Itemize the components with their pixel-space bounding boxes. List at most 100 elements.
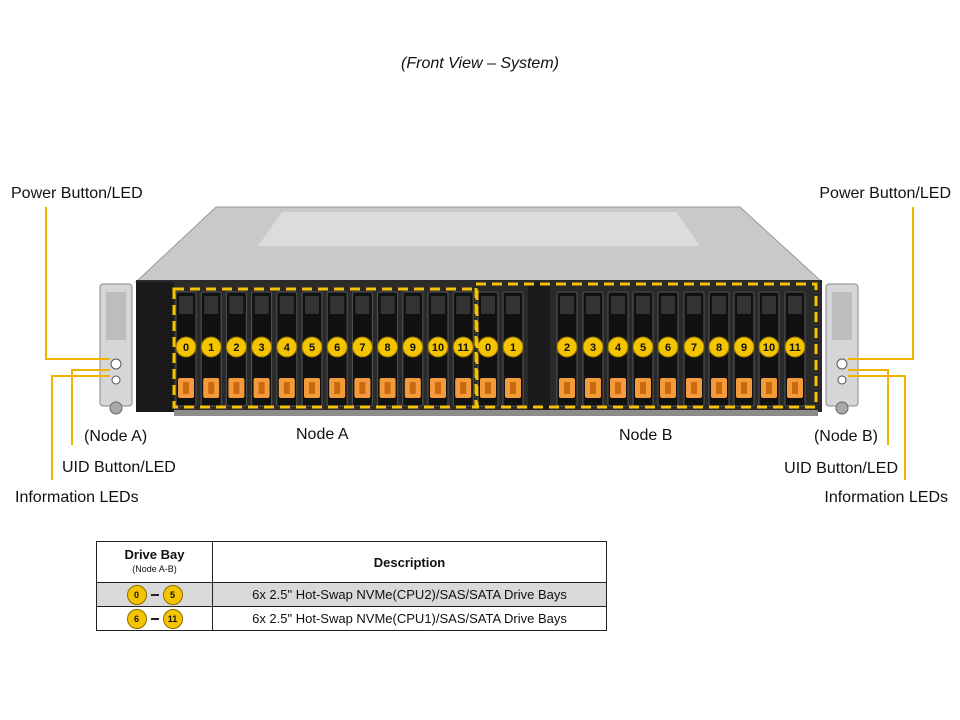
drive-bay-a-9[interactable]: 9 (402, 291, 424, 407)
node-a-outline (172, 287, 479, 409)
drive-bay-b-5[interactable]: 5 (632, 291, 654, 407)
bay-badge: 6 (126, 608, 147, 629)
bay-number: 7 (691, 342, 697, 354)
drive-bay-b-3[interactable]: 3 (582, 291, 604, 407)
left-info-label: Information LEDs (15, 489, 139, 506)
drive-bay-b-7[interactable]: 7 (683, 291, 705, 407)
bay-number-badge (276, 336, 298, 358)
right-node-label: (Node B) (813, 428, 878, 445)
range-dash (150, 593, 159, 596)
bay-number: 5 (309, 342, 315, 354)
rack-ear-right (825, 283, 859, 415)
node-b-outline (474, 282, 818, 409)
right-uid-label: UID Button/LED (784, 460, 898, 477)
drive-bay-b-9[interactable]: 9 (733, 291, 755, 407)
bay-number-badge (733, 336, 755, 358)
drive-bay-a-4[interactable]: 4 (276, 291, 298, 407)
bay-number: 6 (665, 342, 671, 354)
drive-bay-a-11[interactable]: 11 (452, 291, 474, 407)
drive-bay-a-10[interactable]: 10 (427, 291, 449, 407)
bay-number: 11 (457, 342, 469, 354)
bay-number-badge (556, 336, 578, 358)
bay-number-badge (427, 336, 449, 358)
drive-bay-a-3[interactable]: 3 (251, 291, 273, 407)
drive-bay-subheader: (Node A-B) (132, 564, 177, 574)
bay-number: 4 (284, 342, 291, 354)
bay-number-badge (784, 336, 806, 358)
bay-number: 8 (716, 342, 722, 354)
drive-bay-a-0[interactable]: 0 (175, 291, 197, 407)
drive-bay-b-6[interactable]: 6 (657, 291, 679, 407)
bay-number: 0 (485, 342, 491, 354)
bay-number-badge (402, 336, 424, 358)
left-uid-label: UID Button/LED (62, 459, 176, 476)
bay-number-badge (200, 336, 222, 358)
bay-number-badge (758, 336, 780, 358)
figure-caption: (Front View – System) (401, 55, 559, 72)
bay-number-badge (708, 336, 730, 358)
callout-lines (45, 207, 914, 480)
bay-badge: 5 (162, 584, 183, 605)
bay-number: 11 (789, 342, 801, 354)
bay-number-badge (225, 336, 247, 358)
bay-badge: 0 (126, 584, 147, 605)
node-a-label: Node A (296, 426, 349, 443)
bay-label-strip (174, 410, 818, 416)
table-header-drive-bay: Drive Bay (Node A-B) (96, 541, 213, 583)
bay-number-badge (175, 336, 197, 358)
drive-bay-b-4[interactable]: 4 (607, 291, 629, 407)
bay-number: 7 (359, 342, 365, 354)
bay-number: 10 (432, 342, 444, 354)
drive-bay-b-1[interactable]: 1 (502, 291, 524, 407)
bay-number: 6 (334, 342, 340, 354)
bay-number: 9 (410, 342, 416, 354)
drive-bay-b-11[interactable]: 11 (784, 291, 806, 407)
bay-number-badge (326, 336, 348, 358)
bay-number: 5 (640, 342, 646, 354)
vent-center (528, 282, 550, 412)
drive-bay-b-0[interactable]: 0 (477, 291, 499, 407)
bay-number: 3 (590, 342, 596, 354)
bay-number-badge (452, 336, 474, 358)
drive-bay-a-2[interactable]: 2 (225, 291, 247, 407)
bay-description: 6x 2.5" Hot-Swap NVMe(CPU2)/SAS/SATA Dri… (212, 582, 607, 607)
bay-number: 1 (510, 342, 516, 354)
bay-number: 3 (259, 342, 265, 354)
vent-left (136, 282, 174, 412)
drive-bay-b-2[interactable]: 2 (556, 291, 578, 407)
bay-number: 2 (233, 342, 239, 354)
drive-bay-a-6[interactable]: 6 (326, 291, 348, 407)
bay-number-badge (607, 336, 629, 358)
right-power-label: Power Button/LED (819, 185, 951, 202)
bay-number: 0 (183, 342, 189, 354)
left-power-label: Power Button/LED (11, 185, 143, 202)
bay-number: 4 (615, 342, 622, 354)
drive-bay-a-1[interactable]: 1 (200, 291, 222, 407)
drive-bay-header-text: Drive Bay (124, 547, 185, 562)
drive-bay-a-7[interactable]: 7 (351, 291, 373, 407)
bay-number-badge (683, 336, 705, 358)
drive-bay-b-8[interactable]: 8 (708, 291, 730, 407)
bay-number-badge (502, 336, 524, 358)
bay-number-badge (251, 336, 273, 358)
bay-number-badge (377, 336, 399, 358)
drive-bay-b-10[interactable]: 10 (758, 291, 780, 407)
table-header-description: Description (212, 541, 607, 583)
bay-number: 1 (208, 342, 214, 354)
range-dash (150, 617, 159, 620)
rack-ear-left (99, 283, 133, 415)
drive-bay-a-5[interactable]: 5 (301, 291, 323, 407)
bay-number-badge (657, 336, 679, 358)
drive-bay-a-8[interactable]: 8 (377, 291, 399, 407)
bay-number: 9 (741, 342, 747, 354)
node-b-label: Node B (619, 427, 673, 444)
bay-number-badge (632, 336, 654, 358)
bay-number-badge (351, 336, 373, 358)
chassis-top-panel (258, 212, 700, 246)
bay-badge: 11 (162, 608, 183, 629)
